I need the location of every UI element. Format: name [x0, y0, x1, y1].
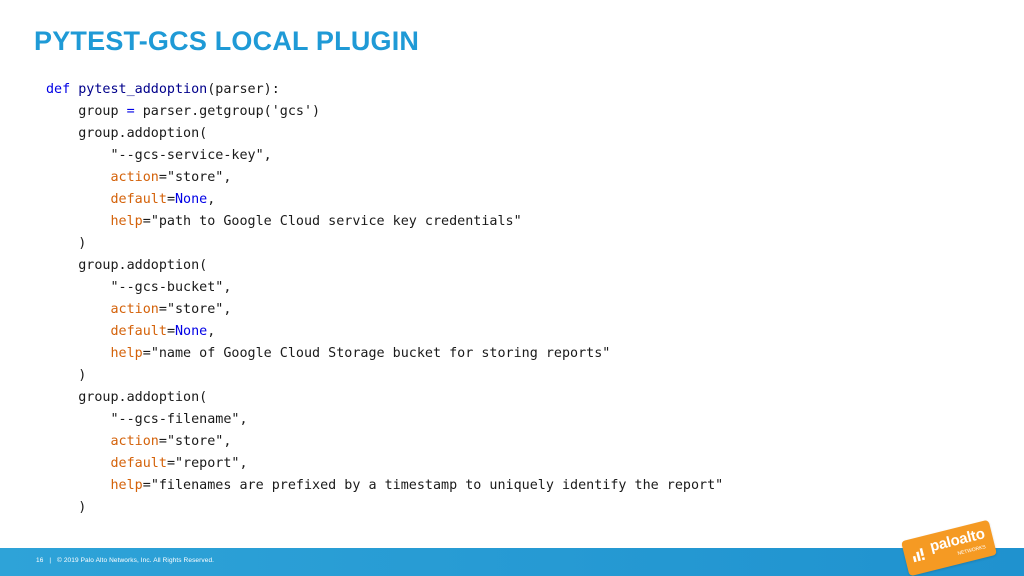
code-token: =: [158, 170, 167, 185]
code-token: "path to Google Cloud service key creden…: [150, 214, 522, 229]
code-token: action: [110, 170, 159, 185]
code-token: help: [110, 346, 143, 361]
code-token: "name of Google Cloud Storage bucket for…: [150, 346, 611, 361]
code-token: =: [166, 456, 175, 471]
code-token: default: [110, 456, 167, 471]
code-line: group = parser.getgroup('gcs'): [46, 101, 723, 123]
code-token: [46, 478, 111, 493]
code-token: ): [46, 500, 87, 515]
code-line: group.addoption(: [46, 123, 723, 145]
code-line: "--gcs-bucket",: [46, 277, 723, 299]
code-token: pytest_addoption: [78, 82, 208, 97]
code-token: [46, 434, 111, 449]
code-line: help="path to Google Cloud service key c…: [46, 211, 723, 233]
footer-text: 16 | © 2019 Palo Alto Networks, Inc. All…: [36, 557, 218, 564]
paloalto-logo: paloalto NETWORKS: [900, 519, 998, 576]
footer-bar: 16 | © 2019 Palo Alto Networks, Inc. All…: [0, 548, 1024, 576]
code-line: default=None,: [46, 189, 723, 211]
code-line: default="report",: [46, 453, 723, 475]
code-token: "--gcs-service-key",: [46, 148, 272, 163]
code-line: group.addoption(: [46, 255, 723, 277]
code-token: =: [142, 214, 151, 229]
code-token: ,: [207, 324, 216, 339]
code-token: "store",: [166, 434, 232, 449]
code-token: "store",: [166, 302, 232, 317]
code-line: action="store",: [46, 167, 723, 189]
code-token: parser.getgroup('gcs'): [134, 104, 321, 119]
code-token: =: [166, 192, 175, 207]
code-token: [46, 456, 111, 471]
code-token: =: [142, 478, 151, 493]
code-token: ): [46, 236, 87, 251]
code-token: ): [46, 368, 87, 383]
code-token: default: [110, 192, 167, 207]
copyright-text: © 2019 Palo Alto Networks, Inc. All Righ…: [57, 557, 215, 564]
code-token: help: [110, 214, 143, 229]
code-token: "--gcs-bucket",: [46, 280, 232, 295]
code-token: "store",: [166, 170, 232, 185]
code-line: group.addoption(: [46, 387, 723, 409]
code-token: =: [158, 302, 167, 317]
page-number: 16: [36, 557, 44, 564]
code-token: action: [110, 434, 159, 449]
code-token: group: [46, 104, 127, 119]
slide-title: PYTEST-GCS LOCAL PLUGIN: [34, 26, 420, 56]
code-token: =: [166, 324, 175, 339]
code-line: "--gcs-service-key",: [46, 145, 723, 167]
code-line: def pytest_addoption(parser):: [46, 79, 723, 101]
code-token: [46, 170, 111, 185]
code-token: group.addoption(: [46, 126, 208, 141]
code-token: None: [175, 324, 208, 339]
footer-separator: |: [49, 557, 52, 564]
code-token: (parser):: [207, 82, 280, 97]
code-token: action: [110, 302, 159, 317]
paloalto-logo-icon: [912, 548, 925, 563]
code-token: [46, 324, 111, 339]
code-line: default=None,: [46, 321, 723, 343]
code-token: [46, 214, 111, 229]
code-token: =: [158, 434, 167, 449]
code-token: [46, 302, 111, 317]
code-token: def: [46, 82, 71, 97]
code-token: None: [175, 192, 208, 207]
code-token: [46, 346, 111, 361]
code-line: ): [46, 497, 723, 519]
code-token: "--gcs-filename",: [46, 412, 248, 427]
code-line: ): [46, 233, 723, 255]
code-token: "filenames are prefixed by a timestamp t…: [150, 478, 724, 493]
code-token: =: [126, 104, 135, 119]
code-token: help: [110, 478, 143, 493]
code-token: ,: [207, 192, 216, 207]
code-line: "--gcs-filename",: [46, 409, 723, 431]
code-token: [46, 192, 111, 207]
code-token: default: [110, 324, 167, 339]
code-token: group.addoption(: [46, 258, 208, 273]
code-line: help="filenames are prefixed by a timest…: [46, 475, 724, 497]
code-line: ): [46, 365, 723, 387]
code-block: def pytest_addoption(parser): group = pa…: [46, 79, 723, 519]
code-line: action="store",: [46, 431, 723, 453]
code-line: help="name of Google Cloud Storage bucke…: [46, 343, 723, 365]
code-token: "report",: [175, 456, 248, 471]
code-token: =: [142, 346, 151, 361]
code-line: action="store",: [46, 299, 723, 321]
code-token: group.addoption(: [46, 390, 208, 405]
